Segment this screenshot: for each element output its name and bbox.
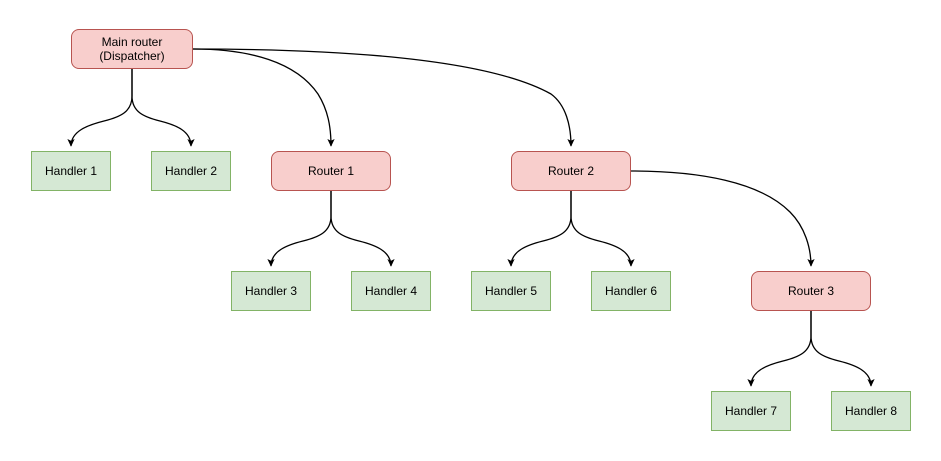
edge-main-router-to-router-2 [192, 48, 575, 147]
edge-router-2-to-handler-6 [570, 191, 635, 267]
edge-router-1-to-handler-4 [330, 191, 395, 267]
edge-router-3-to-handler-7 [747, 311, 812, 387]
edge-main-router-to-handler-2 [131, 69, 195, 147]
edge-router-2-to-handler-5 [507, 191, 572, 267]
node-router-3[interactable]: Router 3 [751, 271, 871, 311]
node-handler-1-label: Handler 1 [44, 164, 98, 178]
node-router-3-label: Router 3 [787, 284, 835, 298]
edge-main-router-to-router-1 [192, 48, 335, 147]
node-handler-5-label: Handler 5 [484, 284, 538, 298]
node-main-router-label: Main router (Dispatcher) [99, 35, 165, 63]
edge-router-1-to-handler-3 [267, 191, 332, 267]
node-handler-4-label: Handler 4 [364, 284, 418, 298]
node-handler-3[interactable]: Handler 3 [231, 271, 311, 311]
node-router-1-label: Router 1 [307, 164, 355, 178]
node-handler-8[interactable]: Handler 8 [831, 391, 911, 431]
node-handler-6[interactable]: Handler 6 [591, 271, 671, 311]
node-handler-2[interactable]: Handler 2 [151, 151, 231, 191]
node-handler-8-label: Handler 8 [844, 404, 898, 418]
node-router-1[interactable]: Router 1 [271, 151, 391, 191]
node-router-2-label: Router 2 [547, 164, 595, 178]
node-handler-1[interactable]: Handler 1 [31, 151, 111, 191]
node-handler-4[interactable]: Handler 4 [351, 271, 431, 311]
edge-main-router-to-handler-1 [67, 69, 133, 147]
edge-router-2-to-router-3 [630, 170, 815, 267]
node-handler-7[interactable]: Handler 7 [711, 391, 791, 431]
node-handler-5[interactable]: Handler 5 [471, 271, 551, 311]
edge-router-3-to-handler-8 [810, 311, 875, 387]
node-handler-6-label: Handler 6 [604, 284, 658, 298]
node-handler-7-label: Handler 7 [724, 404, 778, 418]
node-main-router[interactable]: Main router (Dispatcher) [71, 29, 193, 69]
node-router-2[interactable]: Router 2 [511, 151, 631, 191]
node-handler-2-label: Handler 2 [164, 164, 218, 178]
node-handler-3-label: Handler 3 [244, 284, 298, 298]
